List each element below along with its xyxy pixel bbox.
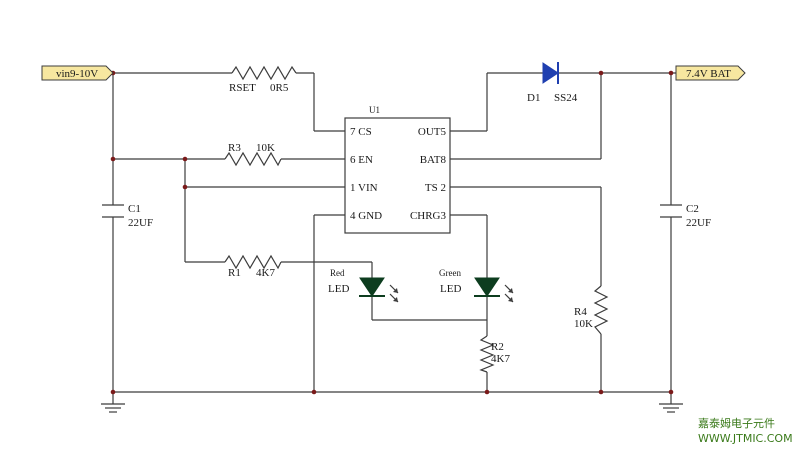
c1-value: 22UF <box>128 217 153 229</box>
rset-ref: RSET <box>229 82 256 94</box>
input-port: vin9-10V <box>41 65 114 81</box>
wires <box>112 72 676 404</box>
ic-u1: U1 7 CS 6 EN 1 VIN 4 GND OUT5 BAT8 TS 2 … <box>344 105 451 234</box>
r4-value: 10K <box>574 318 593 330</box>
d1-value: SS24 <box>554 92 578 104</box>
r2-value: 4K7 <box>491 353 510 365</box>
r3-ref: R3 <box>228 142 241 154</box>
c1-ref: C1 <box>128 203 141 215</box>
ic-ref: U1 <box>369 105 380 115</box>
ground-icon <box>659 403 683 413</box>
r2-ref: R2 <box>491 341 504 353</box>
red-led-label: LED <box>328 283 349 295</box>
capacitor-c1: C1 22UF <box>102 203 153 229</box>
resistor-r4: R4 10K <box>574 285 609 335</box>
junction-dots <box>110 70 674 395</box>
diode-d1: D1 SS24 <box>527 62 578 104</box>
r1-ref: R1 <box>228 267 241 279</box>
green-led-color: Green <box>439 268 461 278</box>
resistor-r2: R2 4K7 <box>479 335 510 373</box>
resistor-rset: RSET 0R5 <box>229 65 297 94</box>
green-led-label: LED <box>440 283 461 295</box>
ic-pin-cs: 7 CS <box>350 126 372 138</box>
input-port-label: vin9-10V <box>56 68 98 80</box>
d1-ref: D1 <box>527 92 540 104</box>
r4-ref: R4 <box>574 306 587 318</box>
r1-value: 4K7 <box>256 267 275 279</box>
rset-value: 0R5 <box>270 82 289 94</box>
ic-pin-ts: TS 2 <box>425 182 446 194</box>
output-port: 7.4V BAT <box>675 65 746 81</box>
c2-ref: C2 <box>686 203 699 215</box>
output-port-label: 7.4V BAT <box>686 68 731 80</box>
ic-pin-gnd: 4 GND <box>350 210 382 222</box>
ic-pin-out: OUT5 <box>418 126 447 138</box>
ic-pin-bat: BAT8 <box>420 154 447 166</box>
green-led: Green LED <box>439 268 514 303</box>
watermark-url: WWW.JTMIC.COM <box>698 432 793 445</box>
capacitor-c2: C2 22UF <box>660 203 711 229</box>
watermark: 嘉泰姆电子元件 WWW.JTMIC.COM <box>698 416 793 445</box>
watermark-name: 嘉泰姆电子元件 <box>698 416 775 430</box>
red-led: Red LED <box>328 268 399 303</box>
resistor-r3: R3 10K <box>224 142 282 167</box>
ic-pin-chrg: CHRG3 <box>410 210 447 222</box>
ic-pin-vin: 1 VIN <box>350 182 378 194</box>
c2-value: 22UF <box>686 217 711 229</box>
ic-pin-en: 6 EN <box>350 154 373 166</box>
resistor-r1: R1 4K7 <box>224 254 282 279</box>
r3-value: 10K <box>256 142 275 154</box>
red-led-color: Red <box>330 268 345 278</box>
ground-icon <box>101 403 125 413</box>
